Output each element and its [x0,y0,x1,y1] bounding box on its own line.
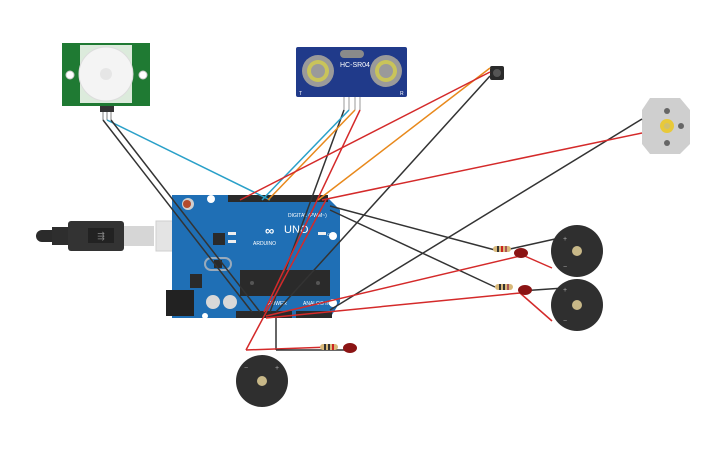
led-3[interactable] [343,343,357,353]
piezo-buzzer-2[interactable]: + − [551,279,603,331]
usb-icon: ⇶ [97,231,105,241]
pir-sensor[interactable] [62,43,150,120]
on-label: ON [327,232,333,237]
minus-terminal: − [563,318,567,325]
reset-button [183,200,191,208]
wires [102,67,643,351]
resistor-2[interactable] [495,284,513,290]
led-2[interactable] [518,285,532,295]
power-label: POWER [268,301,287,307]
arduino-uno[interactable]: ∞ UNO ARDUINO DIGITAL (PWM~) POWER ANALO… [166,195,340,319]
digital-label: DIGITAL (PWM~) [288,213,327,219]
plus-terminal: + [563,287,567,294]
resistor-3[interactable] [320,344,338,350]
ultrasonic-corner-r: R [400,91,404,97]
usb-cable[interactable]: ⇶ [36,220,193,252]
ultrasonic-corner-t: T [299,91,302,97]
arduino-logo-text: ARDUINO [253,241,276,247]
piezo-buzzer-3[interactable]: − + [236,355,288,407]
power-header [236,311,292,318]
ultrasonic-sensor[interactable]: HC-SR04 T R [296,47,407,110]
digital-header [228,195,328,202]
resistor-1[interactable] [493,246,511,252]
atmega-chip [240,270,330,296]
plus-terminal: + [275,365,279,372]
led-1[interactable] [514,248,528,258]
arduino-logo-icon: ∞ [265,223,274,238]
plus-terminal: + [563,236,567,243]
minus-terminal: − [244,365,248,372]
power-jack [166,290,194,316]
piezo-buzzer-1[interactable]: + − [551,225,603,277]
minus-terminal: − [563,264,567,271]
arduino-model-text: UNO [284,224,309,236]
analog-header [296,311,332,318]
sensor-module[interactable] [490,66,504,80]
ultrasonic-model-text: HC-SR04 [340,62,370,69]
dc-motor[interactable] [642,98,690,154]
